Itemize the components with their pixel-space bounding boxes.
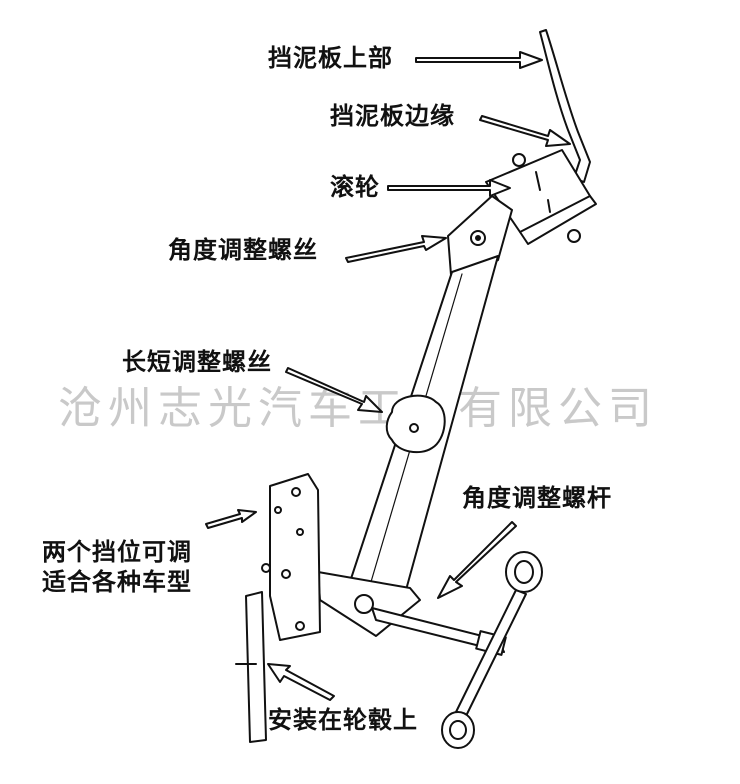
label-fender-edge: 挡泥板边缘: [330, 102, 455, 130]
clamp-bar: [455, 589, 527, 717]
arrows: [205, 51, 571, 701]
label-fender-top: 挡泥板上部: [268, 44, 393, 72]
arrow-angle-screw: [345, 235, 447, 263]
label-two-position-line1: 两个挡位可调: [42, 538, 192, 566]
label-two-position-line2: 适合各种车型: [42, 568, 192, 596]
hub-mount-post: [245, 591, 267, 743]
arrow-length-screw: [285, 367, 383, 413]
watermark: 沧州志光汽车工具有限公司: [58, 372, 658, 436]
arrow-two-position: [205, 509, 257, 529]
arrow-wheel-hub: [267, 663, 335, 701]
plate-hole-2: [274, 506, 282, 514]
plate-slot-2: [281, 569, 291, 579]
plate-hole-1: [291, 487, 301, 497]
clamp-head-top: [505, 551, 543, 593]
arrow-angle-rod: [437, 521, 517, 599]
clamp-head-bottom: [441, 711, 475, 749]
label-length-screw: 长短调整螺丝: [122, 348, 272, 376]
label-wheel-hub: 安装在轮毂上: [268, 706, 418, 734]
arrow-roller: [387, 179, 511, 197]
angle-rod: [371, 607, 505, 653]
label-angle-rod: 角度调整螺杆: [462, 484, 612, 512]
roller-bracket-side: [519, 195, 597, 245]
plate-hole-3: [296, 528, 304, 536]
bracket-nut-bottom: [567, 229, 581, 243]
bracket-nut-top: [512, 153, 526, 167]
arrow-fender-edge: [479, 115, 571, 147]
arm-base-nut: [354, 594, 374, 614]
label-roller: 滚轮: [330, 173, 380, 201]
label-angle-screw: 角度调整螺丝: [168, 236, 318, 264]
plate-slot-1: [261, 563, 271, 573]
arrow-fender-top: [415, 51, 543, 69]
mounting-plate: [269, 473, 321, 641]
